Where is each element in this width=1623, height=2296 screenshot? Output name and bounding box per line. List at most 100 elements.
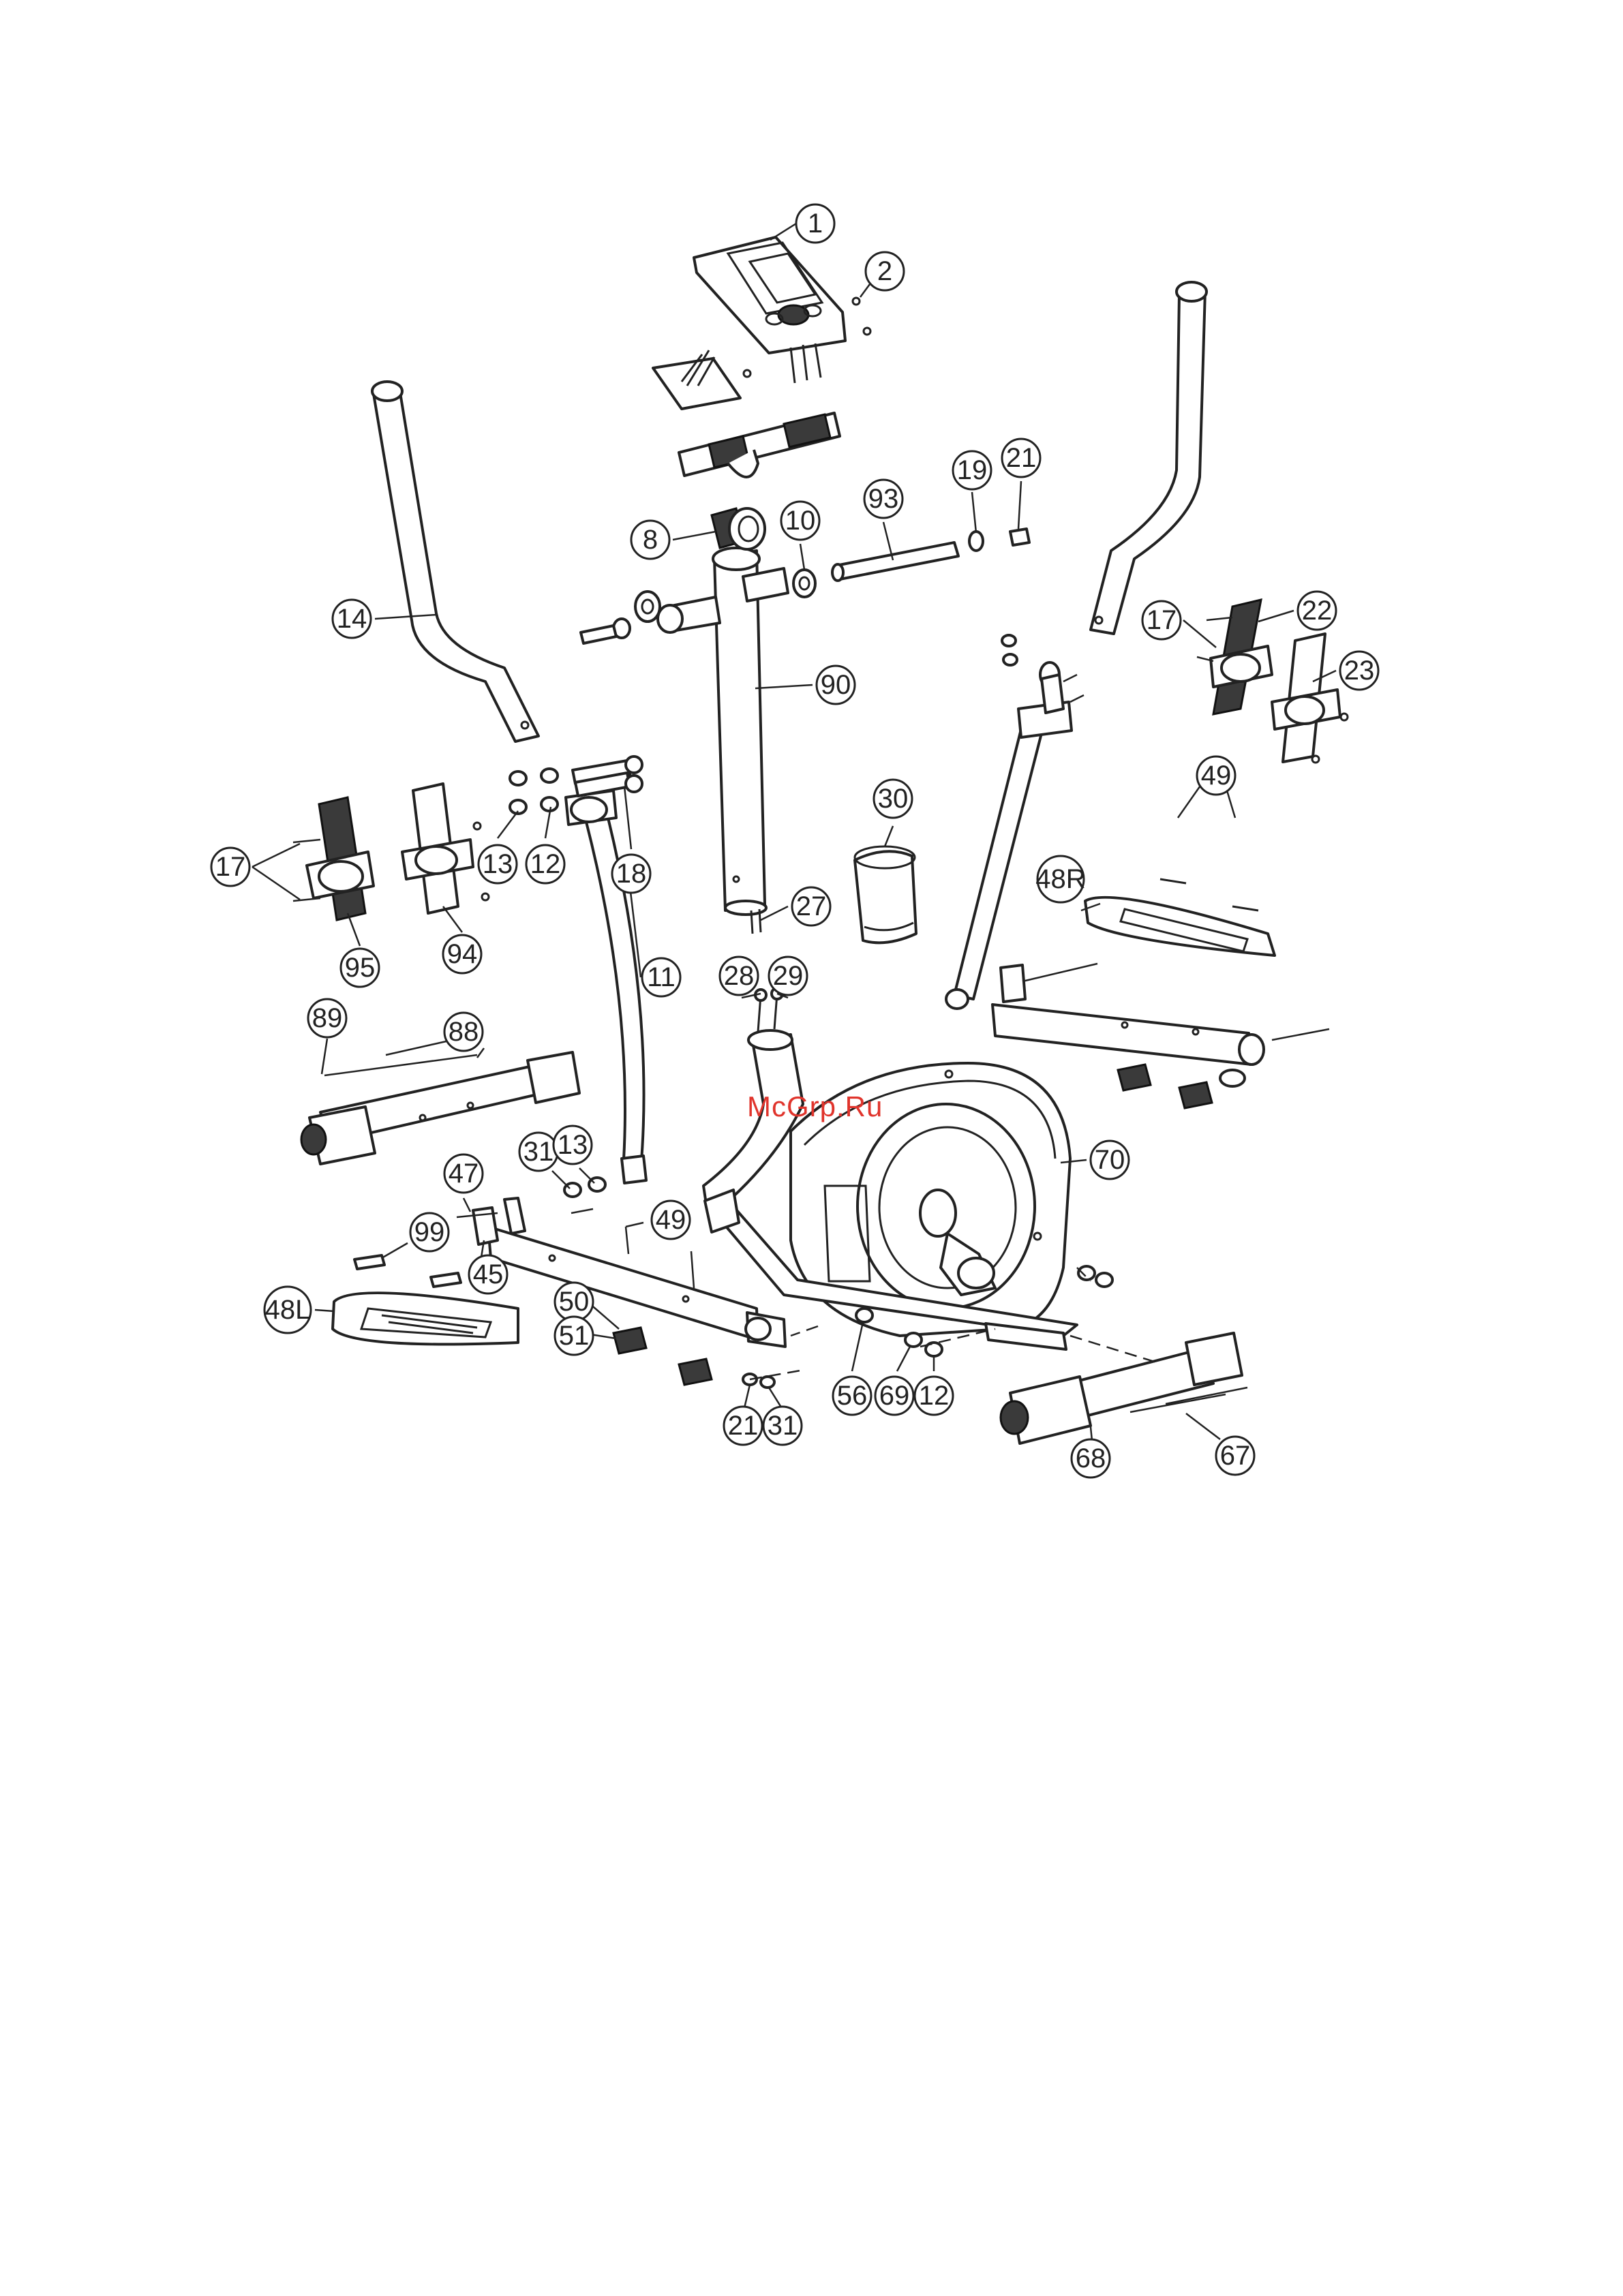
callout-number: 18 [616, 859, 647, 889]
callout-number: 17 [215, 852, 246, 882]
callout-c12b: 12 [915, 1377, 953, 1415]
callout-number: 90 [821, 670, 851, 700]
callout-c8: 8 [631, 521, 669, 559]
right-upper-handlebar-part [1091, 282, 1207, 634]
callout-number: 45 [473, 1259, 504, 1289]
callout-number: 50 [559, 1287, 590, 1317]
callout-number: 56 [837, 1381, 868, 1411]
callout-number: 29 [773, 961, 804, 991]
callout-number: 51 [559, 1321, 590, 1351]
callout-c13a: 13 [479, 845, 517, 883]
mast-cover-part [855, 846, 916, 943]
callout-number: 69 [879, 1381, 910, 1411]
callout-c48l: 48L [264, 1287, 311, 1333]
callout-c2: 2 [866, 252, 904, 290]
callout-c67: 67 [1216, 1437, 1254, 1475]
callout-number: 1 [808, 209, 823, 239]
callout-c69: 69 [875, 1377, 913, 1415]
callout-number: 11 [647, 962, 676, 992]
callout-number: 13 [483, 849, 513, 879]
callout-c93: 93 [864, 480, 902, 518]
callout-number: 10 [785, 506, 816, 536]
callout-number: 8 [643, 525, 658, 555]
right-pedal-arm-part [992, 964, 1329, 1065]
callout-number: 31 [768, 1411, 798, 1441]
callout-c68: 68 [1072, 1439, 1110, 1478]
watermark-text: McGrp.Ru [747, 1090, 883, 1123]
callout-c31a: 31 [519, 1133, 558, 1171]
console-part [694, 237, 870, 353]
fixed-handlebar [679, 413, 840, 477]
callout-number: 17 [1147, 605, 1177, 635]
callout-number: 22 [1302, 596, 1333, 626]
right-pedal-part [1085, 879, 1275, 955]
callout-number: 27 [796, 891, 827, 921]
callout-c56: 56 [833, 1377, 871, 1415]
console-bracket [653, 343, 821, 409]
callout-c21a: 21 [1002, 439, 1040, 477]
callout-c28: 28 [720, 957, 758, 995]
callout-number: 19 [957, 455, 988, 485]
left-lower-arm-part [566, 791, 646, 1183]
callout-c18: 18 [612, 855, 650, 893]
callout-c89: 89 [308, 999, 346, 1037]
callout-c88: 88 [444, 1013, 483, 1051]
callout-c48r: 48R [1035, 856, 1085, 902]
callout-c47: 47 [444, 1154, 483, 1193]
callout-c13b: 13 [553, 1126, 592, 1164]
left-pedal-part [333, 1293, 518, 1344]
tension-knob-part [712, 508, 765, 549]
callout-number: 99 [414, 1217, 445, 1247]
callout-c10: 10 [781, 502, 819, 540]
callout-number: 47 [449, 1159, 479, 1189]
callout-c50: 50 [555, 1283, 593, 1321]
callout-c70: 70 [1091, 1141, 1129, 1179]
callout-number: 14 [337, 604, 367, 634]
callout-c17a: 17 [1142, 601, 1181, 639]
callout-c1: 1 [796, 204, 834, 243]
callout-number: 68 [1076, 1443, 1106, 1473]
callout-c45: 45 [469, 1255, 507, 1294]
right-lower-arm-part [946, 635, 1084, 1009]
front-stabilizer-part [1001, 1333, 1247, 1443]
callout-c14: 14 [333, 600, 371, 638]
callout-c21b: 21 [724, 1407, 762, 1445]
callout-number: 48L [265, 1295, 311, 1325]
callout-number: 94 [447, 939, 478, 969]
right-arm-sleeve-part [1272, 634, 1348, 763]
callout-c12a: 12 [526, 845, 564, 883]
callout-number: 28 [724, 961, 755, 991]
callout-number: 12 [530, 849, 561, 879]
callout-number: 95 [345, 953, 376, 983]
callout-number: 31 [524, 1137, 554, 1167]
callout-number: 49 [656, 1205, 686, 1235]
callout-c95: 95 [341, 949, 379, 987]
callout-c23: 23 [1340, 652, 1378, 690]
callout-number: 13 [558, 1130, 588, 1160]
callout-c19: 19 [953, 451, 991, 489]
callout-number: 49 [1201, 761, 1232, 791]
callout-number: 48R [1035, 864, 1085, 894]
callout-number: 23 [1344, 656, 1375, 686]
callout-c31b: 31 [763, 1407, 802, 1445]
right-arm-bushing-part [1197, 600, 1272, 714]
callout-number: 89 [312, 1003, 343, 1033]
callout-c51: 51 [555, 1317, 593, 1355]
callout-c11: 11 [642, 958, 680, 996]
callout-c94: 94 [443, 935, 481, 973]
callout-c49a: 49 [1197, 756, 1235, 795]
callout-number: 93 [868, 484, 899, 514]
callout-number: 70 [1095, 1145, 1125, 1175]
callout-c90: 90 [817, 666, 855, 704]
callout-number: 21 [728, 1411, 759, 1441]
callout-number: 21 [1006, 443, 1037, 473]
left-arm-bushing-part [293, 797, 374, 920]
left-arm-sleeve-part [402, 784, 489, 913]
callout-number: 88 [449, 1017, 479, 1047]
callout-number: 67 [1220, 1441, 1251, 1471]
left-upper-handlebar-part [372, 382, 539, 741]
callout-c29: 29 [769, 957, 807, 995]
callout-c49b: 49 [652, 1201, 690, 1239]
callout-number: 12 [919, 1381, 950, 1411]
